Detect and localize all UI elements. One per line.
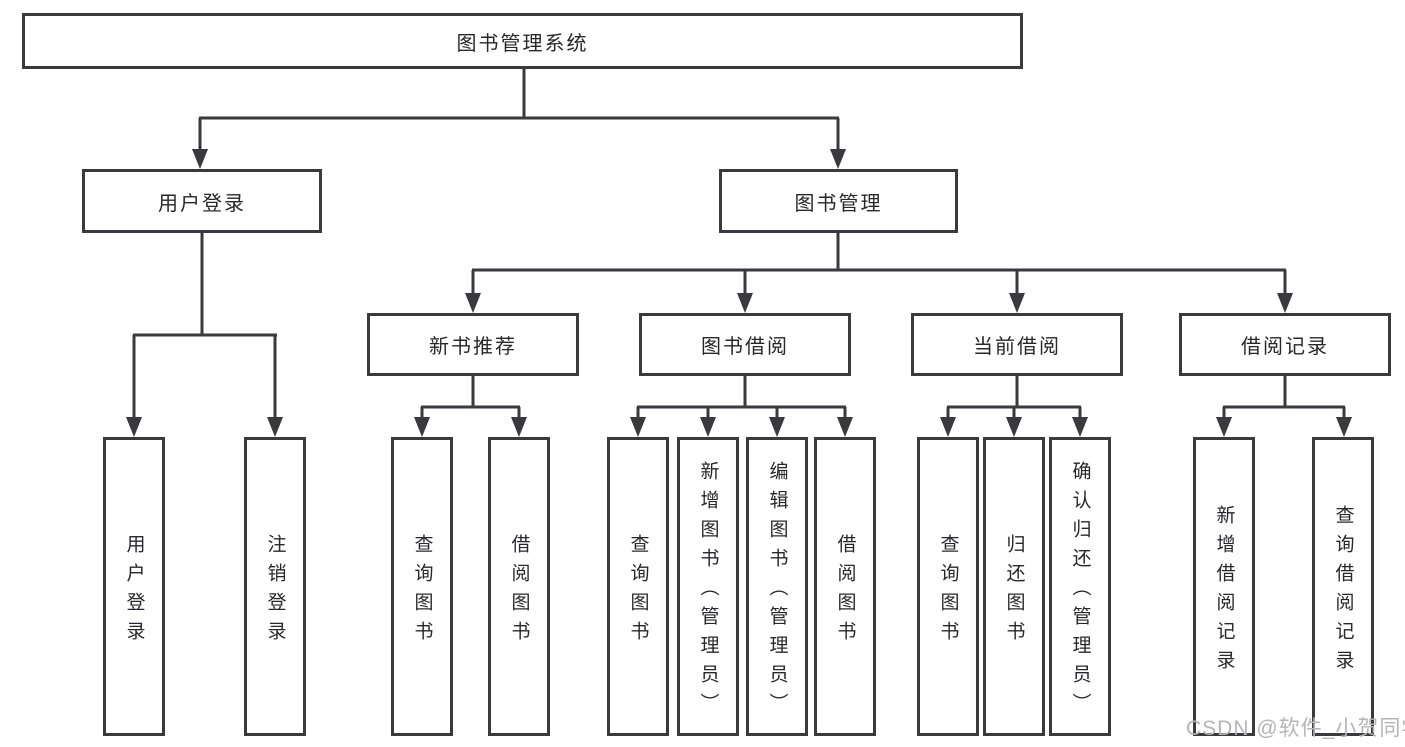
leaf-borrow-books-recommend-label: 借阅图书 bbox=[508, 533, 530, 650]
leaf-return-books: 归还图书 bbox=[983, 437, 1045, 736]
node-book-borrowing-label: 图书借阅 bbox=[701, 336, 789, 358]
node-new-book-recommend-label: 新书推荐 bbox=[429, 336, 517, 358]
node-book-borrowing: 图书借阅 bbox=[639, 313, 851, 376]
leaf-query-borrow-record-label: 查询借阅记录 bbox=[1332, 504, 1354, 679]
leaf-query-books-current-label: 查询图书 bbox=[937, 533, 959, 650]
leaf-borrow-books-recommend: 借阅图书 bbox=[488, 437, 550, 736]
leaf-confirm-return-admin: 确认归还（管理员） bbox=[1049, 437, 1111, 736]
leaf-logout: 注销登录 bbox=[244, 437, 306, 736]
leaf-edit-books-admin-label: 编辑图书（管理员） bbox=[766, 461, 788, 722]
leaf-query-books-borrowing: 查询图书 bbox=[607, 437, 669, 736]
leaf-query-books-borrowing-label: 查询图书 bbox=[627, 533, 649, 650]
node-current-borrowing-label: 当前借阅 bbox=[973, 336, 1061, 358]
leaf-edit-books-admin: 编辑图书（管理员） bbox=[746, 437, 808, 736]
leaf-borrow-books-borrowing-label: 借阅图书 bbox=[834, 533, 856, 650]
node-current-borrowing: 当前借阅 bbox=[911, 313, 1123, 376]
leaf-query-books-current: 查询图书 bbox=[917, 437, 979, 736]
leaf-query-books-recommend: 查询图书 bbox=[391, 437, 453, 736]
leaf-confirm-return-admin-label: 确认归还（管理员） bbox=[1069, 461, 1091, 722]
leaf-user-login-label: 用户登录 bbox=[123, 533, 145, 650]
node-user-login: 用户登录 bbox=[82, 169, 322, 233]
arrowheads bbox=[126, 149, 1352, 437]
leaf-return-books-label: 归还图书 bbox=[1003, 533, 1025, 650]
leaf-add-books-admin-label: 新增图书（管理员） bbox=[697, 461, 719, 722]
leaf-add-borrow-record: 新增借阅记录 bbox=[1193, 437, 1255, 736]
leaf-query-borrow-record: 查询借阅记录 bbox=[1312, 437, 1374, 736]
leaf-logout-label: 注销登录 bbox=[264, 533, 286, 650]
node-borrowing-records: 借阅记录 bbox=[1179, 313, 1391, 376]
node-root-label: 图书管理系统 bbox=[456, 32, 589, 55]
watermark: CSDN @软件_小贺同学 bbox=[1186, 717, 1405, 740]
node-book-management: 图书管理 bbox=[719, 169, 958, 233]
node-root: 图书管理系统 bbox=[22, 13, 1023, 69]
node-borrowing-records-label: 借阅记录 bbox=[1241, 336, 1329, 358]
leaf-add-borrow-record-label: 新增借阅记录 bbox=[1213, 504, 1235, 679]
node-user-login-label: 用户登录 bbox=[158, 192, 246, 215]
leaf-user-login: 用户登录 bbox=[103, 437, 165, 736]
leaf-add-books-admin: 新增图书（管理员） bbox=[677, 437, 739, 736]
leaf-query-books-recommend-label: 查询图书 bbox=[411, 533, 433, 650]
node-book-management-label: 图书管理 bbox=[794, 192, 883, 215]
connector-segments bbox=[132, 69, 1346, 423]
node-new-book-recommend: 新书推荐 bbox=[367, 313, 579, 376]
leaf-borrow-books-borrowing: 借阅图书 bbox=[814, 437, 876, 736]
